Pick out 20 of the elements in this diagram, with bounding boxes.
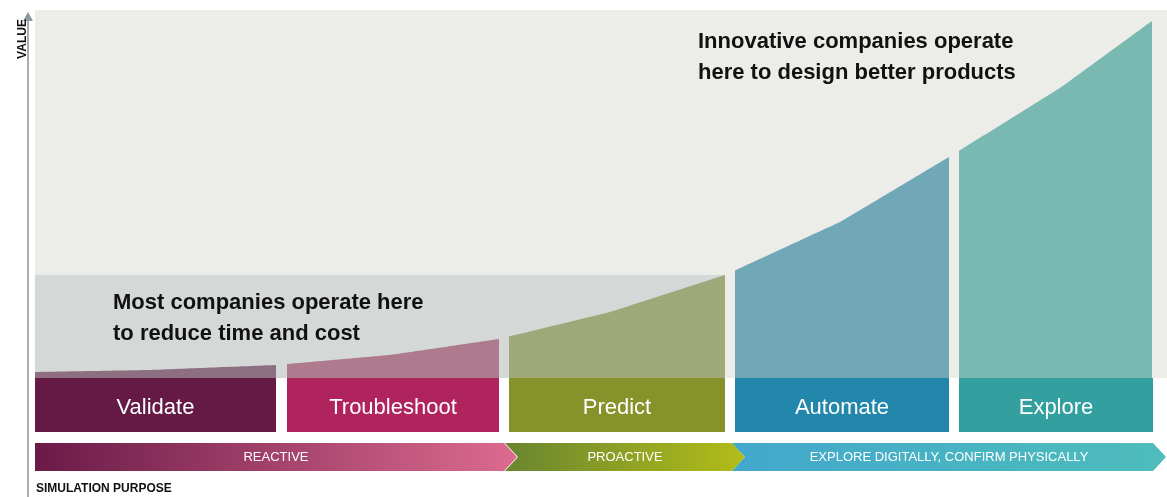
stage-label: Troubleshoot <box>329 394 457 420</box>
panel-heading: Innovative companies operate here to design better products <box>698 27 1017 86</box>
stage-box <box>35 378 276 432</box>
stage-box <box>287 378 499 432</box>
band-background <box>35 275 725 378</box>
stage-label: Validate <box>116 394 195 420</box>
stage-box <box>959 378 1153 432</box>
phase-label: REACTIVE <box>242 449 310 464</box>
phase-label: EXPLORE DIGITALLY, CONFIRM PHYSICALLY <box>808 449 1090 464</box>
stage-label: Explore <box>1018 394 1094 420</box>
axis-title: SIMULATION PURPOSE <box>36 481 172 495</box>
phase-banner <box>732 443 1166 471</box>
stage-box <box>735 378 949 432</box>
stage-label: Predict <box>582 394 652 420</box>
band-heading: Most companies operate here to reduce time and cost <box>113 288 425 347</box>
phase-banner <box>505 443 745 471</box>
phase-label: PROACTIVE <box>586 449 664 464</box>
stage-box <box>509 378 725 432</box>
axis-title: VALUE <box>14 19 29 59</box>
stage-label: Automate <box>794 394 890 420</box>
